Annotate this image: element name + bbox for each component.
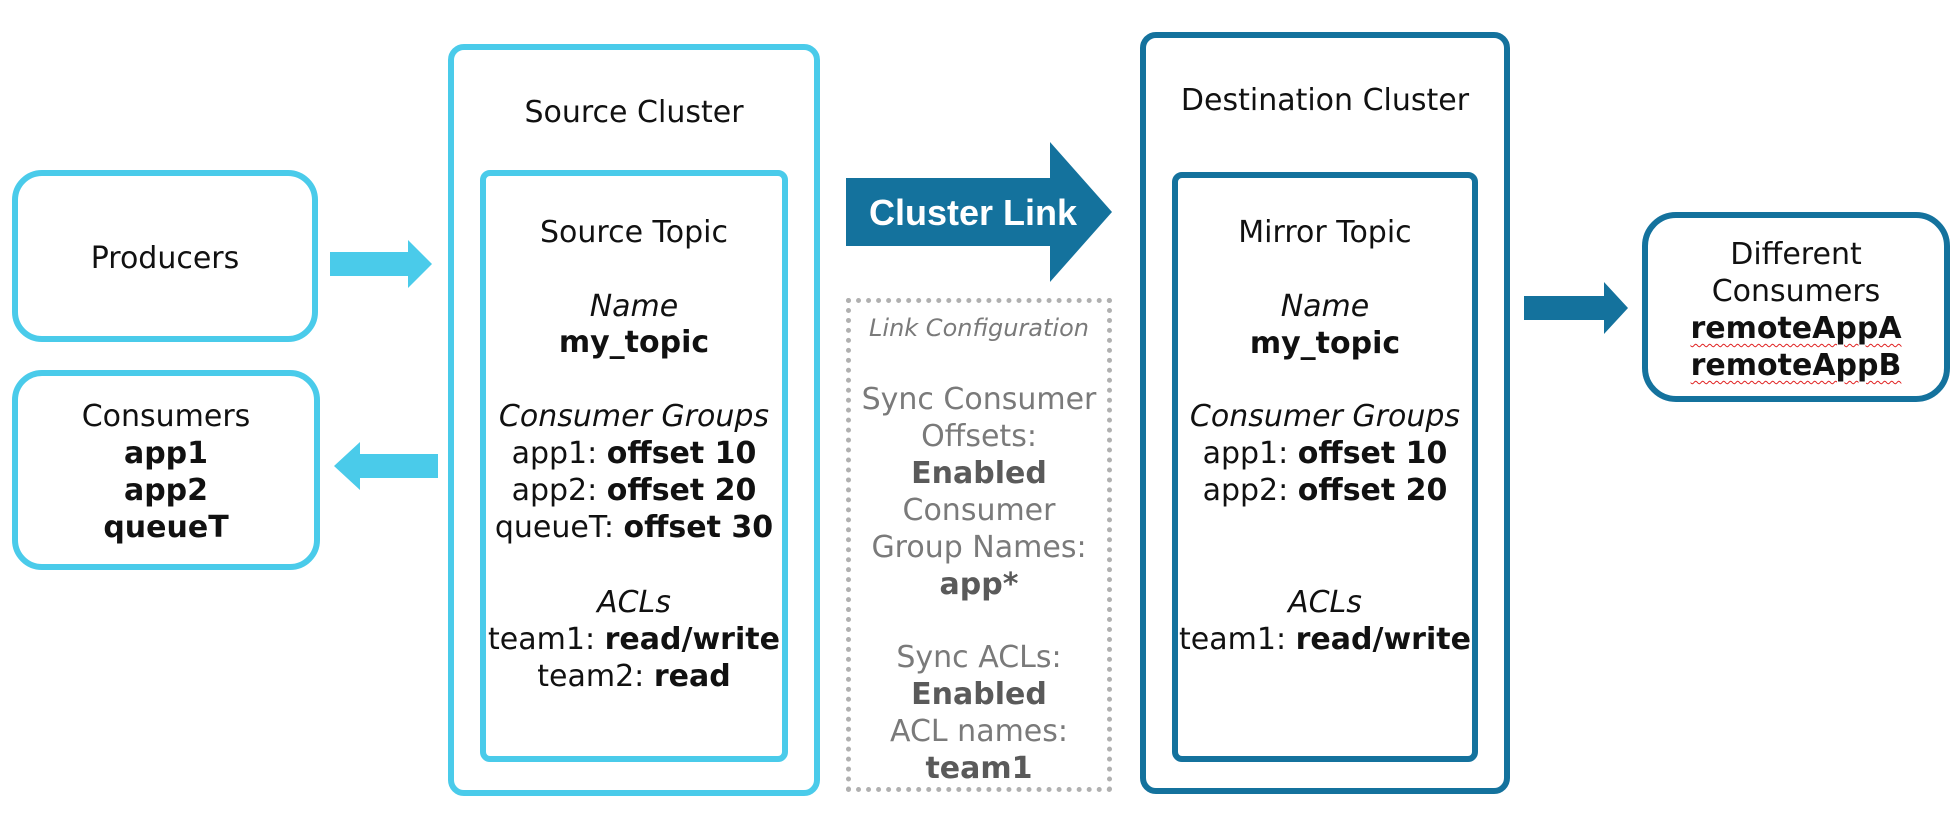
consumer-group-row: app1: offset 10 <box>486 435 782 472</box>
config-value: Enabled <box>911 456 1047 491</box>
group-offset: offset 10 <box>606 436 757 471</box>
remote-app: remoteAppB <box>1648 347 1944 384</box>
config-line: Sync Consumer <box>861 382 1097 417</box>
config-value: app* <box>939 567 1019 602</box>
config-line: Offsets: <box>921 419 1037 454</box>
group-app: queueT: <box>494 510 614 545</box>
acl-row: team1: read/write <box>1178 621 1472 658</box>
group-offset: offset 30 <box>623 510 774 545</box>
group-offset: offset 20 <box>1297 473 1448 508</box>
acls-label: ACLs <box>597 585 671 620</box>
consumer-group-row: app1: offset 10 <box>1178 435 1472 472</box>
config-line: Sync ACLs: <box>896 640 1062 675</box>
consumer-groups-label: Consumer Groups <box>498 399 770 434</box>
remote-app: remoteAppA <box>1648 310 1944 347</box>
source-topic-title: Source Topic <box>539 215 729 250</box>
consumer-app: app1 <box>123 436 209 471</box>
group-app: app1: <box>511 436 598 471</box>
group-offset: offset 10 <box>1297 436 1448 471</box>
consume-arrow-icon <box>334 442 438 490</box>
topic-name: my_topic <box>558 325 710 360</box>
consumers-title: Consumers <box>81 399 251 434</box>
source-cluster-title: Source Cluster <box>524 95 744 130</box>
consumer-app: queueT <box>103 510 229 545</box>
config-value: team1 <box>925 751 1033 786</box>
different-consumers-title: Different <box>1730 237 1862 272</box>
link-configuration-box: Link Configuration Sync Consumer Offsets… <box>846 298 1112 792</box>
acl-team: team1: <box>1179 622 1287 657</box>
producers-label: Producers <box>90 241 240 276</box>
config-line: Consumer <box>902 493 1056 528</box>
different-consumers-box: Different Consumers remoteAppA remoteApp… <box>1642 212 1950 402</box>
consumer-groups-label: Consumer Groups <box>1189 399 1461 434</box>
produce-arrow-icon <box>330 240 432 288</box>
remote-app-name: remoteAppA <box>1690 311 1902 346</box>
acl-row: team2: read <box>486 658 782 695</box>
acl-perm: read <box>653 659 731 694</box>
consumers-box: Consumers app1 app2 queueT <box>12 370 320 570</box>
acls-label: ACLs <box>1288 585 1362 620</box>
config-value: Enabled <box>911 677 1047 712</box>
cluster-link-label: Cluster Link <box>868 192 1078 233</box>
different-consumers-title: Consumers <box>1711 274 1881 309</box>
producers-box: Producers <box>12 170 318 342</box>
acl-perm: read/write <box>1295 622 1471 657</box>
group-app: app2: <box>511 473 598 508</box>
config-line: ACL names: <box>889 714 1068 749</box>
topic-name: my_topic <box>1249 326 1401 361</box>
consumer-group-row: app2: offset 20 <box>1178 472 1472 509</box>
acl-team: team2: <box>537 659 645 694</box>
consumer-group-row: queueT: offset 30 <box>486 509 782 546</box>
link-config-title: Link Configuration <box>869 314 1089 342</box>
consumer-group-row: app2: offset 20 <box>486 472 782 509</box>
consumer-app: app2 <box>123 473 209 508</box>
cluster-link-arrow-icon <box>846 142 1112 282</box>
remote-consume-arrow-icon <box>1524 282 1628 334</box>
group-app: app1: <box>1202 436 1289 471</box>
name-label: Name <box>1280 289 1370 324</box>
group-offset: offset 20 <box>606 473 757 508</box>
acl-perm: read/write <box>604 622 780 657</box>
mirror-topic-box: Mirror Topic Name my_topic Consumer Grou… <box>1172 172 1478 762</box>
group-app: app2: <box>1202 473 1289 508</box>
destination-cluster-title: Destination Cluster <box>1180 83 1470 118</box>
config-line: Group Names: <box>871 530 1087 565</box>
acl-team: team1: <box>488 622 596 657</box>
remote-app-name: remoteAppB <box>1690 348 1902 383</box>
mirror-topic-title: Mirror Topic <box>1238 215 1412 250</box>
acl-row: team1: read/write <box>486 621 782 658</box>
source-topic-box: Source Topic Name my_topic Consumer Grou… <box>480 170 788 762</box>
name-label: Name <box>589 289 679 324</box>
